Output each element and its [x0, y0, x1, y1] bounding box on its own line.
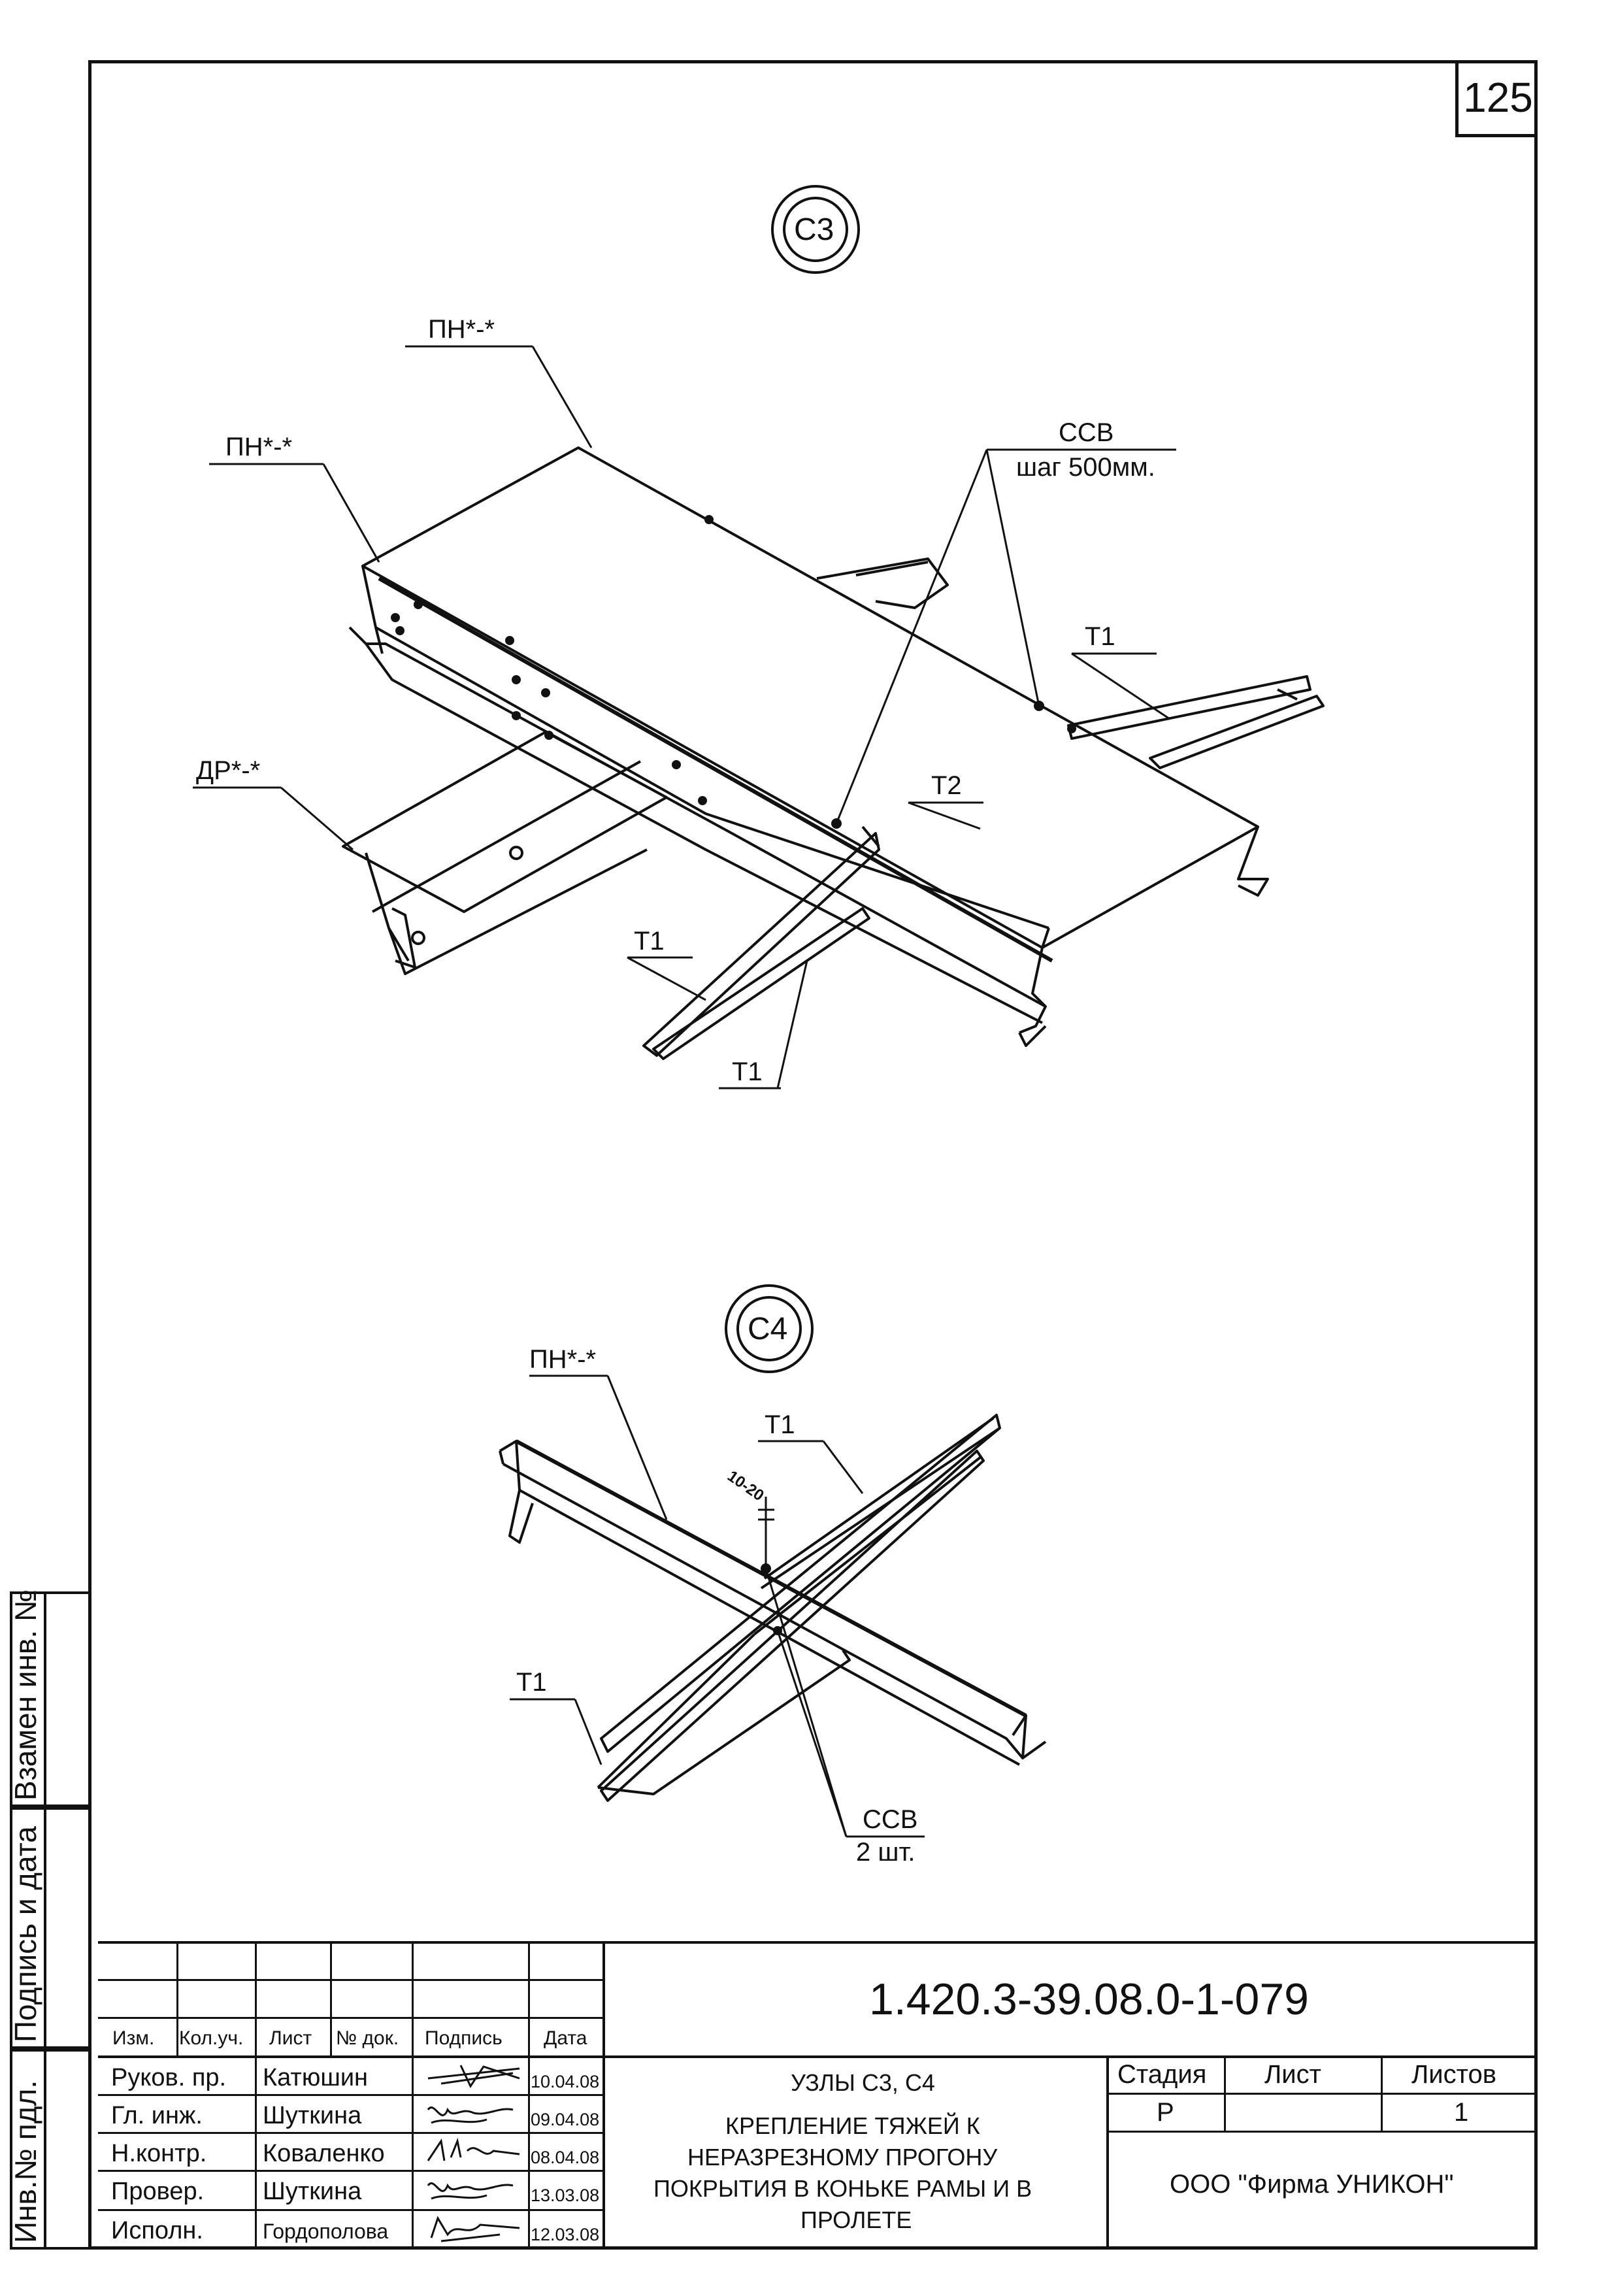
- tb-header-nodoc: № док.: [336, 2027, 399, 2049]
- side-stamp-inv: [10, 2049, 91, 2250]
- tb-header-koluch: Кол.уч.: [179, 2027, 244, 2049]
- c3-label-dr: ДР*-*: [196, 756, 261, 785]
- stage-label: Стадия: [1117, 2060, 1207, 2089]
- signature-2: [427, 2137, 520, 2161]
- tb-header-list: Лист: [269, 2027, 312, 2049]
- title-line-1: УЗЛЫ С3, С4: [791, 2069, 935, 2096]
- sheet-number: 125: [1455, 60, 1538, 137]
- drawing-frame: [88, 60, 1538, 2250]
- c3-label-ssv-step: шаг 500мм.: [1016, 453, 1155, 482]
- sheets-label: Листов: [1411, 2060, 1496, 2089]
- c3-label-ssv: ССВ: [1059, 418, 1114, 447]
- c4-label-ssv-count: 2 шт.: [856, 1838, 915, 1867]
- c3-label-t1-lower: Т1: [634, 927, 665, 956]
- side-stamp-podpis: [10, 1807, 91, 2049]
- tb-role-3: Провер.: [111, 2178, 205, 2205]
- tb-role-2: Н.контр.: [111, 2140, 207, 2167]
- detail-c4-marker-circle: [725, 1284, 814, 1373]
- tb-header-izm: Изм.: [112, 2027, 155, 2049]
- c4-label-pn: ПН*-*: [529, 1345, 597, 1374]
- tb-name-0: Катюшин: [263, 2064, 369, 2091]
- tb-role-0: Руков. пр.: [111, 2064, 227, 2091]
- c3-label-t2: Т2: [931, 771, 962, 800]
- detail-c3-marker-circle: [771, 185, 860, 274]
- sheets-value: 1: [1454, 2098, 1469, 2127]
- title-line-2: КРЕПЛЕНИЕ ТЯЖЕЙ К: [725, 2112, 980, 2139]
- tb-role-4: Исполн.: [111, 2217, 203, 2244]
- tb-name-1: Шуткина: [263, 2102, 362, 2129]
- detail-c3-drawing: [193, 185, 1325, 1090]
- c4-label-t1-top: Т1: [765, 1410, 795, 1439]
- c4-label-t1-left: Т1: [516, 1668, 547, 1697]
- tb-date-0: 10.04.08: [531, 2072, 600, 2091]
- title-line-5: ПРОЛЕТЕ: [800, 2206, 912, 2233]
- side-label-inv: Инв.№ пдл.: [8, 2080, 42, 2243]
- signature-0: [427, 2065, 520, 2089]
- tb-name-4: Гордополова: [263, 2220, 389, 2243]
- detail-c4-drawing: [499, 1284, 1047, 1838]
- tb-date-4: 12.03.08: [531, 2225, 600, 2244]
- sheet-label: Лист: [1264, 2060, 1321, 2089]
- stage-value: Р: [1157, 2098, 1174, 2127]
- tb-date-1: 09.04.08: [531, 2110, 600, 2129]
- tb-name-3: Шуткина: [263, 2178, 362, 2205]
- tb-header-data: Дата: [544, 2027, 587, 2049]
- tb-name-2: Коваленко: [263, 2140, 385, 2167]
- title-line-3: НЕРАЗРЕЗНОМУ ПРОГОНУ: [687, 2144, 998, 2171]
- c3-marker-label: С3: [794, 212, 834, 247]
- c4-marker-label: С4: [748, 1312, 788, 1346]
- c3-label-t1-right: Т1: [1085, 622, 1115, 651]
- signature-3: [427, 2182, 514, 2200]
- c3-label-pn-left: ПН*-*: [225, 433, 293, 461]
- doc-code: 1.420.3-39.08.0-1-079: [869, 1974, 1309, 2024]
- c3-label-t1-bottom: Т1: [732, 1057, 763, 1086]
- c4-label-ssv: ССВ: [863, 1805, 918, 1834]
- tb-header-podpis: Подпись: [425, 2027, 503, 2049]
- tb-date-2: 08.04.08: [531, 2148, 600, 2167]
- title-block: Изм. Кол.уч. Лист № док. Подпись Дата Ру…: [98, 1941, 1538, 2250]
- company-name: ООО "Фирма УНИКОН": [1170, 2170, 1454, 2199]
- side-stamp-divider: [44, 1591, 46, 2250]
- tb-date-3: 13.03.08: [531, 2186, 600, 2205]
- signature-1: [427, 2106, 514, 2124]
- signature-4: [430, 2216, 520, 2242]
- tb-role-1: Гл. инж.: [111, 2102, 203, 2129]
- side-stamp-zamen: [10, 1591, 91, 1807]
- title-line-4: ПОКРЫТИЯ В КОНЬКЕ РАМЫ И В: [653, 2175, 1032, 2202]
- c3-label-pn-top: ПН*-*: [428, 315, 495, 344]
